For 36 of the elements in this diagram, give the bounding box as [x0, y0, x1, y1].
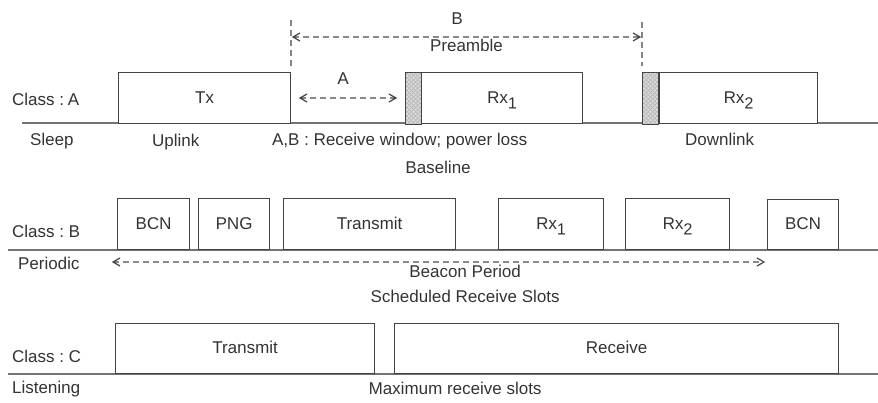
slot-box [198, 198, 270, 250]
slot-box [118, 72, 291, 124]
timing-label: Maximum receive slots [368, 380, 542, 399]
timing-label: B [451, 10, 463, 29]
timing-label: Scheduled Receive Slots [370, 288, 560, 307]
slot-label: PNG [216, 214, 252, 234]
timing-label: A [337, 70, 349, 89]
slot-label: BCN [136, 214, 172, 234]
timing-label: Uplink [152, 132, 200, 151]
slot-box [283, 198, 456, 250]
slot-box [421, 72, 583, 124]
timing-label: Sleep [30, 131, 74, 150]
preamble-bar [642, 72, 659, 125]
timing-label: Baseline [405, 159, 471, 178]
slot-box [498, 198, 604, 250]
slot-label: Receive [586, 339, 648, 358]
slot-box [394, 323, 839, 374]
timing-label: Periodic [18, 255, 80, 274]
slot-box [767, 199, 839, 250]
timing-label: Class : B [12, 223, 80, 242]
timing-label: Class : C [12, 348, 81, 367]
slot-box [625, 198, 730, 250]
slot-box [659, 72, 818, 124]
slot-label: Tx [195, 88, 214, 108]
slot-label: Transmit [212, 339, 278, 358]
timing-label: Class : A [12, 91, 80, 110]
preamble-bar [405, 72, 422, 125]
timing-label: Listening [12, 379, 80, 398]
timing-label: Beacon Period [409, 263, 521, 282]
timing-label: Preamble [430, 37, 503, 56]
timing-label: A,B : Receive window; power loss [272, 131, 528, 150]
slot-label: Transmit [336, 214, 402, 234]
slot-box [117, 198, 190, 250]
slot-label: BCN [785, 215, 821, 234]
slot-box [115, 323, 375, 374]
timing-label: Downlink [685, 131, 754, 150]
